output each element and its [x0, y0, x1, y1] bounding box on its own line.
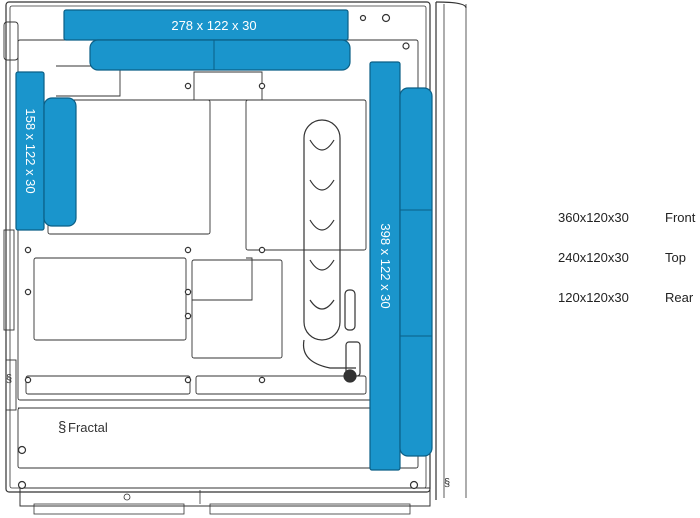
spec-position-rear: Rear [665, 290, 694, 305]
front-radiator-label: 398 x 122 x 30 [378, 223, 393, 308]
motherboard-tray [3, 21, 419, 469]
standoffs [17, 13, 419, 490]
rear-radiator: 158 x 122 x 30 [15, 71, 77, 231]
case-chassis [5, 1, 467, 515]
top-radiator: 278 x 122 x 30 [63, 9, 351, 71]
spec-size-front: 360x120x30 [558, 210, 629, 225]
fractal-logo-text: Fractal [68, 420, 108, 435]
front-radiator: 398 x 122 x 30 [369, 61, 433, 471]
rear-radiator-label: 158 x 122 x 30 [23, 108, 38, 193]
fractal-mark-icon: § [444, 477, 450, 489]
fractal-logo: § Fractal [58, 419, 108, 436]
top-radiator-label: 278 x 122 x 30 [171, 18, 256, 33]
spec-size-rear: 120x120x30 [558, 290, 629, 305]
spec-position-top: Top [665, 250, 686, 265]
spec-position-front: Front [665, 210, 696, 225]
svg-text:§: § [58, 419, 66, 436]
fractal-mark-icon: § [6, 373, 12, 385]
spec-size-top: 240x120x30 [558, 250, 629, 265]
reservoir-bracket [302, 119, 361, 383]
